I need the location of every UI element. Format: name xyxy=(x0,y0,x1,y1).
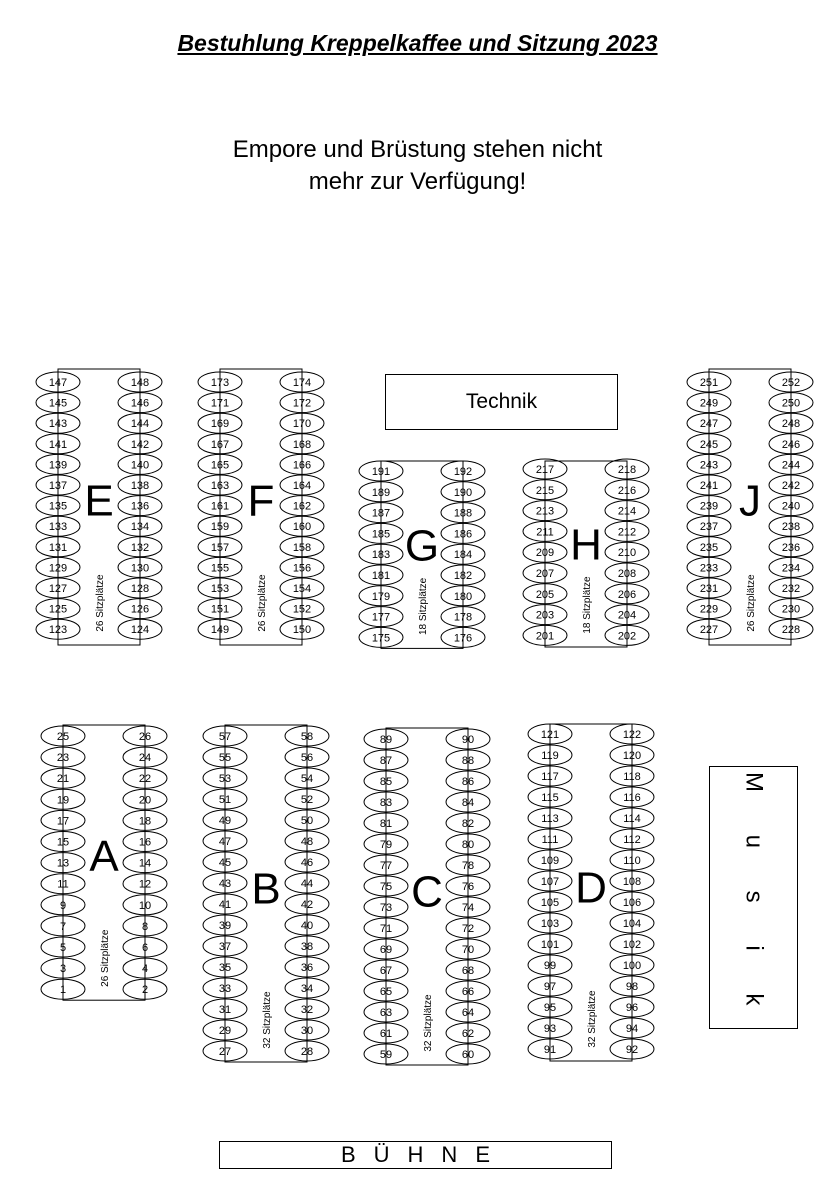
musik-area: M u s i k xyxy=(709,766,798,1029)
table-letter: C xyxy=(411,868,443,917)
table-capacity: 26 Sitzplätze xyxy=(746,574,757,632)
notice-line-1: Empore und Brüstung stehen nicht xyxy=(232,136,603,163)
table-capacity: 26 Sitzplätze xyxy=(257,574,268,632)
buehne-stage: BÜHNE xyxy=(219,1141,612,1169)
table-capacity: 26 Sitzplätze xyxy=(100,929,111,987)
table-outline xyxy=(708,368,792,646)
table-outline xyxy=(544,460,628,648)
buehne-label: BÜHNE xyxy=(340,1142,508,1167)
table-letter: A xyxy=(89,832,119,881)
table-outline xyxy=(57,368,141,646)
table-outline xyxy=(385,727,469,1066)
musik-label: M u s i k xyxy=(740,771,768,1024)
table-outline xyxy=(380,460,464,649)
table-capacity: 18 Sitzplätze xyxy=(418,577,429,635)
page-title: Bestuhlung Kreppelkaffee und Sitzung 202… xyxy=(177,30,658,56)
table-capacity: 32 Sitzplätze xyxy=(423,994,434,1052)
table-letter: E xyxy=(84,476,113,525)
notice-line-2: mehr zur Verfügung! xyxy=(308,168,527,195)
table-capacity: 32 Sitzplätze xyxy=(587,990,598,1048)
table-letter: F xyxy=(248,476,275,525)
technik-area: Technik xyxy=(385,374,618,430)
table-outline xyxy=(219,368,303,646)
table-capacity: 18 Sitzplätze xyxy=(582,576,593,634)
technik-label: Technik xyxy=(465,390,538,413)
table-outline xyxy=(62,724,146,1001)
table-outline xyxy=(224,724,308,1063)
table-letter: D xyxy=(575,864,607,913)
table-outline xyxy=(549,723,633,1062)
availability-notice: Empore und Brüstung stehen nicht mehr zu… xyxy=(0,134,835,198)
table-capacity: 32 Sitzplätze xyxy=(262,991,273,1049)
table-letter: B xyxy=(251,865,280,914)
table-capacity: 26 Sitzplätze xyxy=(95,574,106,632)
table-letter: H xyxy=(570,521,602,570)
table-letter: G xyxy=(405,521,439,570)
table-letter: J xyxy=(739,476,761,525)
